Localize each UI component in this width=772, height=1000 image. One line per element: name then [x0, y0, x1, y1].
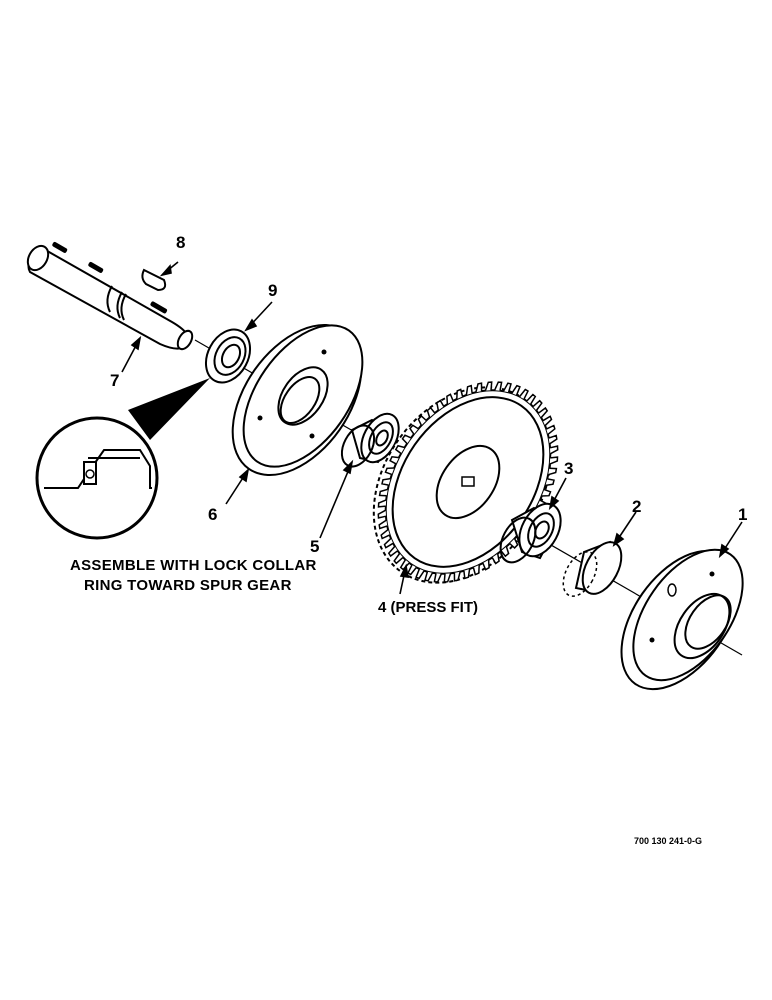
cap-part-2	[562, 540, 623, 597]
bearing-part-9	[204, 328, 252, 384]
callout-4-press-fit: 4 (PRESS FIT)	[378, 599, 478, 616]
flange-plate-part-6	[231, 324, 364, 476]
leader-arrows	[121, 261, 743, 595]
assembly-note-line-2: RING TOWARD SPUR GEAR	[84, 577, 292, 594]
callout-9: 9	[268, 281, 277, 300]
callout-3: 3	[564, 459, 573, 478]
drawing-part-number: 700 130 241-0-G	[634, 836, 702, 846]
assembly-note-line-1: ASSEMBLE WITH LOCK COLLAR	[70, 557, 317, 574]
callout-7: 7	[110, 371, 119, 390]
callout-5: 5	[310, 537, 319, 556]
spur-gear-part-4	[372, 381, 559, 584]
callout-2: 2	[632, 497, 641, 516]
detail-view-circle	[35, 378, 210, 540]
callout-8: 8	[176, 233, 185, 252]
callout-6: 6	[208, 505, 217, 524]
key-part-8	[141, 268, 167, 292]
bearing-part-3	[499, 502, 562, 564]
shaft-part-7	[26, 242, 194, 351]
callout-1: 1	[738, 505, 747, 524]
flange-housing-part-1	[620, 548, 744, 691]
